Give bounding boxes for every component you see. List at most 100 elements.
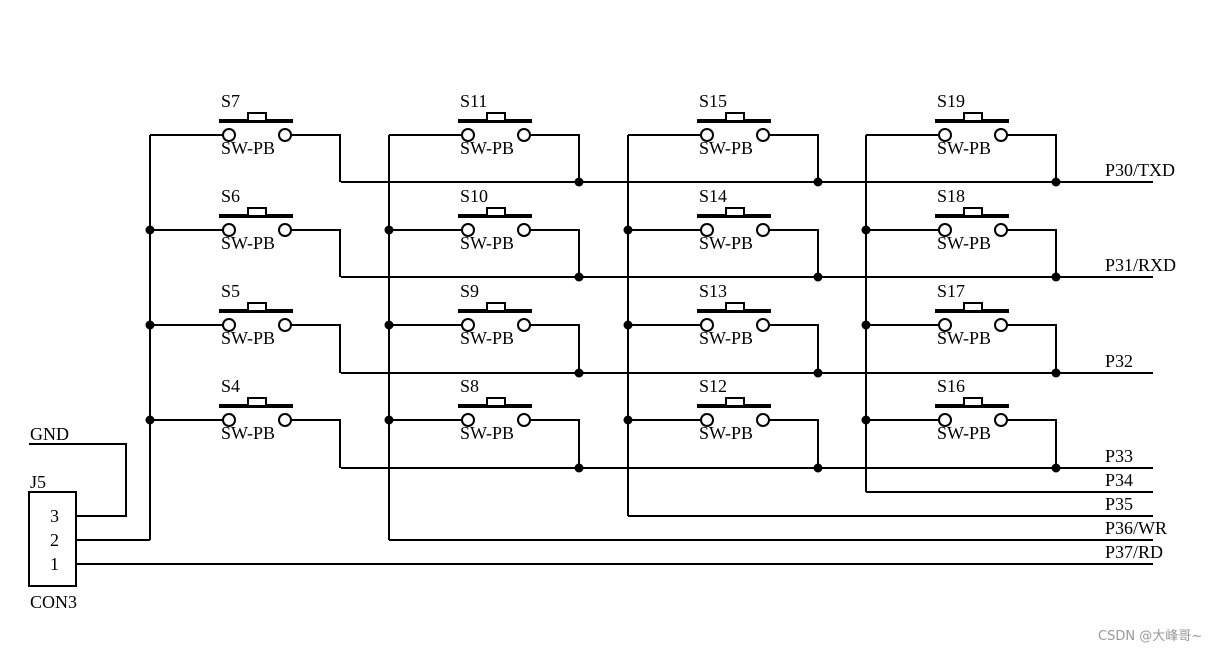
switch-type-label: SW-PB bbox=[699, 423, 753, 443]
switch-contact bbox=[938, 318, 952, 332]
switch-contact bbox=[756, 413, 770, 427]
switch-contact bbox=[700, 128, 714, 142]
junction-dot bbox=[861, 225, 871, 235]
switch-lead-right bbox=[769, 324, 819, 373]
switch-contact bbox=[461, 128, 475, 142]
switch-ref-label: S12 bbox=[699, 376, 727, 396]
parts bbox=[28, 112, 1009, 587]
junction-dot bbox=[623, 225, 633, 235]
connector-pin-label: 3 bbox=[50, 506, 59, 526]
switch-lead-right bbox=[1007, 229, 1057, 277]
junction-dot bbox=[574, 177, 584, 187]
switch-type-label: SW-PB bbox=[221, 423, 275, 443]
switch-contact bbox=[222, 128, 236, 142]
switch-button-cap bbox=[247, 302, 267, 312]
junction-dot bbox=[1051, 272, 1061, 282]
switch-contact bbox=[700, 413, 714, 427]
junction-dot bbox=[1051, 368, 1061, 378]
switch-ref-label: S13 bbox=[699, 281, 727, 301]
switch-type-label: SW-PB bbox=[460, 423, 514, 443]
switch-type-label: SW-PB bbox=[699, 328, 753, 348]
junction-dot bbox=[623, 320, 633, 330]
switch-contact bbox=[994, 128, 1008, 142]
switch-ref-label: S6 bbox=[221, 186, 240, 206]
switch-contact bbox=[517, 128, 531, 142]
column-port-label: P36/WR bbox=[1105, 518, 1167, 538]
switch-button-cap bbox=[247, 207, 267, 217]
column-port-label: P35 bbox=[1105, 494, 1133, 514]
junction-dot bbox=[384, 320, 394, 330]
switch-type-label: SW-PB bbox=[937, 328, 991, 348]
junction-dot bbox=[145, 320, 155, 330]
switch-contact bbox=[222, 223, 236, 237]
junction-dot bbox=[813, 177, 823, 187]
switch-type-label: SW-PB bbox=[937, 233, 991, 253]
switch-button-cap bbox=[963, 112, 983, 122]
switch-ref-label: S16 bbox=[937, 376, 965, 396]
switch-lead-right bbox=[769, 134, 819, 182]
junction-dot bbox=[574, 368, 584, 378]
switch-button-cap bbox=[963, 207, 983, 217]
switch-type-label: SW-PB bbox=[937, 138, 991, 158]
switch-button-cap bbox=[725, 302, 745, 312]
switch-contact bbox=[222, 318, 236, 332]
column-port-label: P34 bbox=[1105, 470, 1133, 490]
junction-dot bbox=[623, 415, 633, 425]
switch-type-label: SW-PB bbox=[460, 328, 514, 348]
row-port-label: P33 bbox=[1105, 446, 1133, 466]
switch-ref-label: S14 bbox=[699, 186, 727, 206]
switch-ref-label: S15 bbox=[699, 91, 727, 111]
row-port-label: P30/TXD bbox=[1105, 160, 1175, 180]
switch-ref-label: S18 bbox=[937, 186, 965, 206]
switch-ref-label: S17 bbox=[937, 281, 965, 301]
switch-lead-right bbox=[530, 324, 580, 373]
switch-contact bbox=[278, 318, 292, 332]
labels: S7SW-PBS11SW-PBS15SW-PBS19SW-PBS6SW-PBS1… bbox=[30, 91, 1202, 644]
switch-lead-right bbox=[769, 229, 819, 277]
switch-ref-label: S11 bbox=[460, 91, 487, 111]
gnd-wire bbox=[29, 443, 127, 517]
wires bbox=[29, 134, 1153, 565]
switch-button-cap bbox=[486, 207, 506, 217]
switch-contact bbox=[994, 413, 1008, 427]
junction-dot bbox=[145, 225, 155, 235]
switch-contact bbox=[517, 413, 531, 427]
switch-ref-label: S8 bbox=[460, 376, 479, 396]
switch-type-label: SW-PB bbox=[221, 328, 275, 348]
connector-part-label: CON3 bbox=[30, 592, 77, 612]
switch-contact bbox=[461, 223, 475, 237]
switch-lead-right bbox=[530, 134, 580, 182]
switch-contact bbox=[756, 223, 770, 237]
connector-ref-label: J5 bbox=[30, 472, 46, 492]
junction-dot bbox=[145, 415, 155, 425]
switch-contact bbox=[517, 318, 531, 332]
switch-lead-right bbox=[291, 324, 341, 373]
row-port-label: P32 bbox=[1105, 351, 1133, 371]
switch-contact bbox=[938, 223, 952, 237]
switch-lead-right bbox=[1007, 134, 1057, 182]
switch-type-label: SW-PB bbox=[699, 138, 753, 158]
junction-dot bbox=[813, 368, 823, 378]
junction-dot bbox=[861, 415, 871, 425]
switch-button-cap bbox=[247, 112, 267, 122]
junction-dot bbox=[1051, 177, 1061, 187]
switch-lead-right bbox=[530, 229, 580, 277]
row-port-label: P31/RXD bbox=[1105, 255, 1176, 275]
junction-dot bbox=[384, 225, 394, 235]
junction-dot bbox=[574, 272, 584, 282]
column-port-label: P37/RD bbox=[1105, 542, 1163, 562]
switch-contact bbox=[756, 318, 770, 332]
switch-contact bbox=[938, 413, 952, 427]
switch-contact bbox=[222, 413, 236, 427]
switch-lead-right bbox=[1007, 324, 1057, 373]
switch-contact bbox=[994, 223, 1008, 237]
switch-contact bbox=[938, 128, 952, 142]
switch-button-cap bbox=[963, 302, 983, 312]
switch-type-label: SW-PB bbox=[221, 233, 275, 253]
switch-contact bbox=[461, 318, 475, 332]
switch-contact bbox=[517, 223, 531, 237]
switch-lead-right bbox=[530, 419, 580, 468]
junction-dot bbox=[813, 272, 823, 282]
switch-lead-right bbox=[291, 229, 341, 277]
